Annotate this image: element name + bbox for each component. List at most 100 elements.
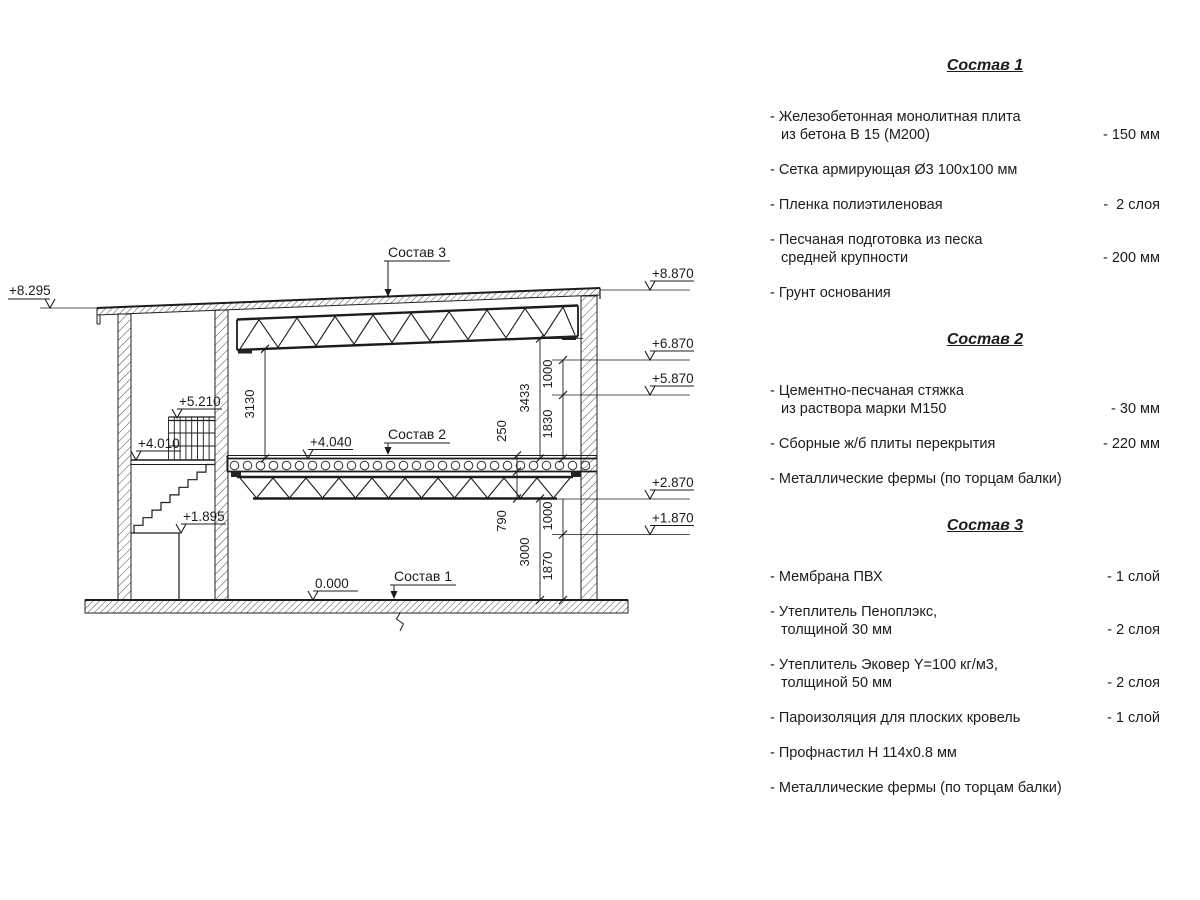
spec-item: - Песчаная подготовка из песка средней кр… <box>770 231 1160 267</box>
spec-section-sostav-2: Состав 2 - Цементно-песчаная стяжка из ра… <box>770 330 1160 488</box>
dimension-ticks <box>260 334 568 605</box>
spec-item-text: - Металлические фермы (по торцам балки) <box>770 471 1062 487</box>
callout-label: Состав 1 <box>394 568 452 584</box>
dimension-label-3130: 3130 <box>242 390 257 419</box>
spec-item-value: - 2 слоя <box>1103 197 1160 213</box>
level-lines <box>40 289 690 535</box>
spec-item: - Пленка полиэтиленовая - 2 слоя <box>770 196 1160 214</box>
staircase <box>131 459 215 600</box>
spec-item-text: - Сетка армирующая Ø3 100x100 мм <box>770 162 1018 178</box>
spec-section-sostav-1: Состав 1 - Железобетонная монолитная пли… <box>770 56 1160 302</box>
elevation-label: +8.870 <box>652 266 694 281</box>
spec-item: - Утеплитель Пеноплэкс, толщиной 30 мм - … <box>770 603 1160 639</box>
second-floor-slab <box>226 455 597 473</box>
elevation-marker-1895: +1.895 <box>175 509 226 535</box>
spec-item: - Грунт основания <box>770 284 1160 302</box>
elevation-label: +1.870 <box>652 511 694 526</box>
spec-item-text-cont: средней крупности <box>781 250 909 266</box>
spec-item-value: - 200 мм <box>1102 250 1160 266</box>
elevation-marker-8870: +8.870 <box>644 266 694 292</box>
spec-item: - Сетка армирующая Ø3 100x100 мм <box>770 161 1160 179</box>
elevation-label: 0.000 <box>315 576 349 591</box>
spec-item: - Металлические фермы (по торцам балки) <box>770 779 1160 797</box>
dimension-label-250: 250 <box>494 420 509 442</box>
elevation-marker-0000: 0.000 <box>307 576 358 602</box>
callout-sostav-2: Состав 2 <box>384 426 450 455</box>
spec-item-value: - 30 мм <box>1111 401 1160 417</box>
dimension-label-1870: 1870 <box>540 552 555 581</box>
elevation-label: +5.870 <box>652 371 694 386</box>
spec-item-text-cont: из раствора марки М150 <box>781 401 947 417</box>
building-section-drawing: 3130 3433 250 1830 1000 790 1000 3000 18… <box>8 244 694 632</box>
elevation-marker-5210: +5.210 <box>171 394 222 420</box>
spec-item-text: - Грунт основания <box>770 285 891 301</box>
truss-bearing <box>562 336 576 340</box>
floor-truss <box>231 472 581 500</box>
spec-section-sostav-3: Состав 3 - Мембрана ПВХ - 1 слой - Утепл… <box>770 516 1160 797</box>
spec-item: - Металлические фермы (по торцам балки) <box>770 470 1160 488</box>
roof-slab <box>96 287 601 325</box>
elevation-marker-2870: +2.870 <box>644 475 694 501</box>
leader-arrow <box>384 289 392 297</box>
elevation-marker-6870: +6.870 <box>644 336 694 362</box>
spec-item: - Утеплитель Эковер Y=100 кг/м3, толщиной… <box>770 656 1160 692</box>
spec-item-value: - 2 слоя <box>1107 675 1160 691</box>
spec-item-text-cont: толщиной 30 мм <box>781 622 893 638</box>
spec-item-text: - Железобетонная монолитная плита <box>770 109 1021 125</box>
elevation-label: +4.040 <box>310 435 352 450</box>
callout-sostav-1: Состав 1 <box>390 568 456 599</box>
callout-label: Состав 2 <box>388 426 446 442</box>
spec-item-text: - Песчаная подготовка из песка <box>770 232 983 248</box>
elevation-label: +8.295 <box>9 283 51 298</box>
callout-label: Состав 3 <box>388 244 446 260</box>
elevation-marker-8295: +8.295 <box>8 283 56 310</box>
spec-item-text: - Цементно-песчаная стяжка <box>770 383 964 399</box>
elevation-marker-1870: +1.870 <box>644 511 694 536</box>
elevation-label: +5.210 <box>179 394 221 409</box>
spec-item: - Пароизоляция для плоских кровель - 1 с… <box>770 709 1160 727</box>
dimension-label-3433: 3433 <box>517 384 532 413</box>
spec-item: - Железобетонная монолитная плита из бето… <box>770 108 1160 144</box>
spec-item-text-cont: толщиной 50 мм <box>781 675 893 691</box>
dimension-label-3000: 3000 <box>517 538 532 567</box>
truss-bearing <box>231 472 241 477</box>
dimension-label-1000-top: 1000 <box>540 360 555 389</box>
spec-item-text-cont: из бетона В 15 (М200) <box>781 127 930 143</box>
spec-item-text: - Утеплитель Эковер Y=100 кг/м3, <box>770 657 998 673</box>
spec-item-value: - 2 слоя <box>1107 622 1160 638</box>
spec-item-value: - 150 мм <box>1102 127 1160 143</box>
break-line-symbol <box>395 612 405 632</box>
spec-item-text: - Мембрана ПВХ <box>770 569 883 585</box>
elevation-marker-4010: +4.010 <box>130 436 181 462</box>
spec-item-text: - Профнастил Н 114х0.8 мм <box>770 745 957 761</box>
spec-item-value: - 220 мм <box>1102 436 1160 452</box>
callout-sostav-3: Состав 3 <box>384 244 450 297</box>
spec-section-title: Состав 3 <box>946 517 1024 534</box>
spec-item-text: - Металлические фермы (по торцам балки) <box>770 780 1062 796</box>
roof-drip-edge <box>96 308 101 325</box>
dimension-label-790: 790 <box>494 510 509 532</box>
dimension-label-1830: 1830 <box>540 410 555 439</box>
spec-item-text: - Утеплитель Пеноплэкс, <box>770 604 938 620</box>
dimension-lines: 3130 3433 250 1830 1000 790 1000 3000 18… <box>242 334 568 605</box>
spec-section-title: Состав 2 <box>946 331 1024 348</box>
ground-floor-slab <box>84 599 629 632</box>
stair-steps <box>133 463 215 533</box>
elevation-markers: +8.295 +8.870 +6.870 +5.870 +2.870 +1.87… <box>8 266 694 602</box>
spec-item: - Мембрана ПВХ - 1 слой <box>770 568 1160 586</box>
dimension-label-1000-bottom: 1000 <box>540 502 555 531</box>
elevation-marker-4040: +4.040 <box>302 435 353 460</box>
spec-section-title: Состав 1 <box>946 57 1024 74</box>
roof-truss <box>236 304 579 354</box>
spec-item-value: - 1 слой <box>1107 569 1160 585</box>
spec-item: - Сборные ж/б плиты перекрытия - 220 мм <box>770 435 1160 453</box>
elevation-label: +6.870 <box>652 336 694 351</box>
truss-bearing <box>571 472 581 477</box>
truss-bearing <box>238 349 252 354</box>
leader-arrow <box>390 591 398 599</box>
elevation-marker-5870: +5.870 <box>644 371 694 397</box>
spec-item-text: - Пароизоляция для плоских кровель <box>770 710 1021 726</box>
callouts: Состав 3 Состав 2 Состав 1 <box>384 244 456 599</box>
inner-wall <box>214 309 229 601</box>
